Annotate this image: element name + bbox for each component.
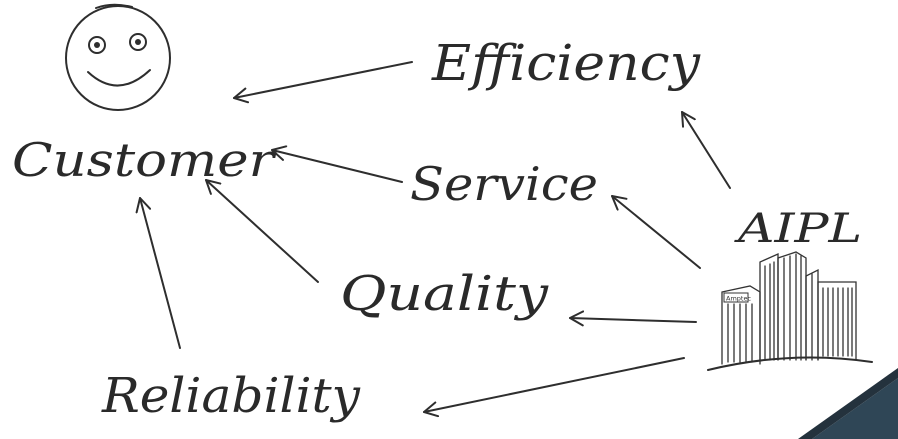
reliability-label: Reliability [101, 368, 361, 424]
arrow-aipl-to-efficiency [681, 111, 731, 189]
arrow-aipl-to-service [611, 195, 701, 269]
service-label: Service [410, 157, 598, 211]
arrow-reliability-to-customer [135, 197, 181, 349]
smiley-face-icon [65, 3, 171, 111]
arrow-service-to-customer [271, 145, 403, 183]
arrow-aipl-to-quality [569, 310, 697, 327]
aipl-label: AIPL [733, 206, 862, 252]
building-sign: Amptec [726, 295, 751, 303]
office-building-icon: Amptec [707, 251, 873, 371]
arrow-aipl-to-reliability [423, 357, 685, 418]
quality-label: Quality [340, 266, 549, 322]
efficiency-label: Efficiency [431, 34, 701, 92]
corner-accent-edge [798, 368, 898, 439]
arrow-quality-to-customer [205, 179, 319, 283]
arrow-efficiency-to-customer [233, 61, 413, 104]
customer-label: Customer [12, 133, 277, 187]
